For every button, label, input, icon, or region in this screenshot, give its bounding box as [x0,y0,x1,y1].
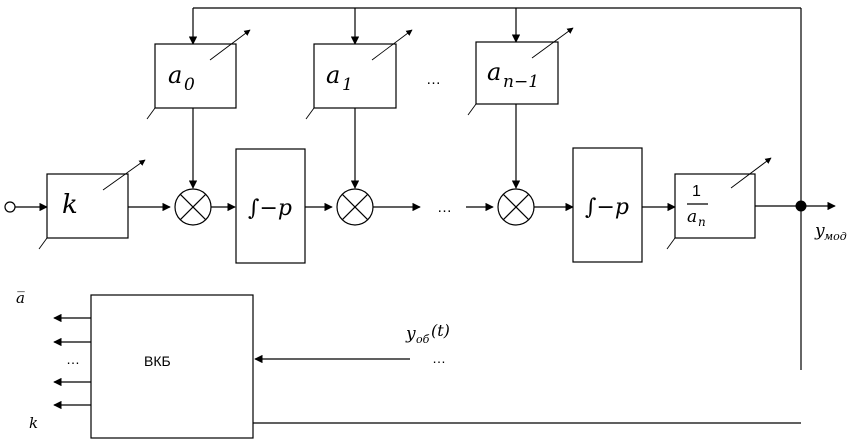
y-ob-sub: об [416,333,430,346]
vkb-outputs-dots: … [66,351,80,367]
an1-main: a [487,58,501,86]
vkb-label: ВКБ [144,353,171,369]
block-integrator-2: ∫−p [572,147,643,263]
a0-main: a [168,61,182,89]
summing-junction-3 [497,188,535,226]
block-vkb: ВКБ [90,294,254,439]
input-terminal [4,201,16,213]
inv-an-numerator: 1 [692,183,701,200]
block-an-1: a n−1 [467,27,574,116]
main-row-dots: … [437,199,452,216]
a-bar-label: a̅ [16,289,25,307]
output-node [795,200,807,212]
k-label: k [62,190,78,220]
int1-label: ∫−p [248,196,292,221]
inv-an-den-sub: n [698,215,706,229]
a0-sub: 0 [184,75,195,95]
vkb-outputs [53,313,91,410]
y-ob-arg: (t) [431,321,450,340]
y-ob-main: y [405,324,416,344]
block-a0: a 0 [146,29,251,120]
inv-an-den-main: a [687,207,697,227]
yob-dots: … [432,350,446,366]
y-mod-label: y мод [814,221,847,243]
y-ob-label: y об (t) [405,321,450,346]
feedback-bus [188,7,802,370]
block-k: k [38,159,146,250]
block-integrator-1: ∫−p [235,148,306,264]
k-out-label: k [29,414,38,432]
a1-main: a [326,61,340,89]
y-mod-main: y [814,221,825,241]
coef-row-dots: … [426,71,441,88]
summing-junction-2 [336,188,374,226]
summing-junction-1 [174,188,212,226]
a1-sub: 1 [342,75,353,95]
block-a1: a 1 [305,29,413,120]
y-mod-sub: мод [824,230,847,243]
int2-label: ∫−p [585,195,629,220]
block-inverse-an: 1 a n [666,157,772,250]
an1-sub: n−1 [503,72,539,92]
